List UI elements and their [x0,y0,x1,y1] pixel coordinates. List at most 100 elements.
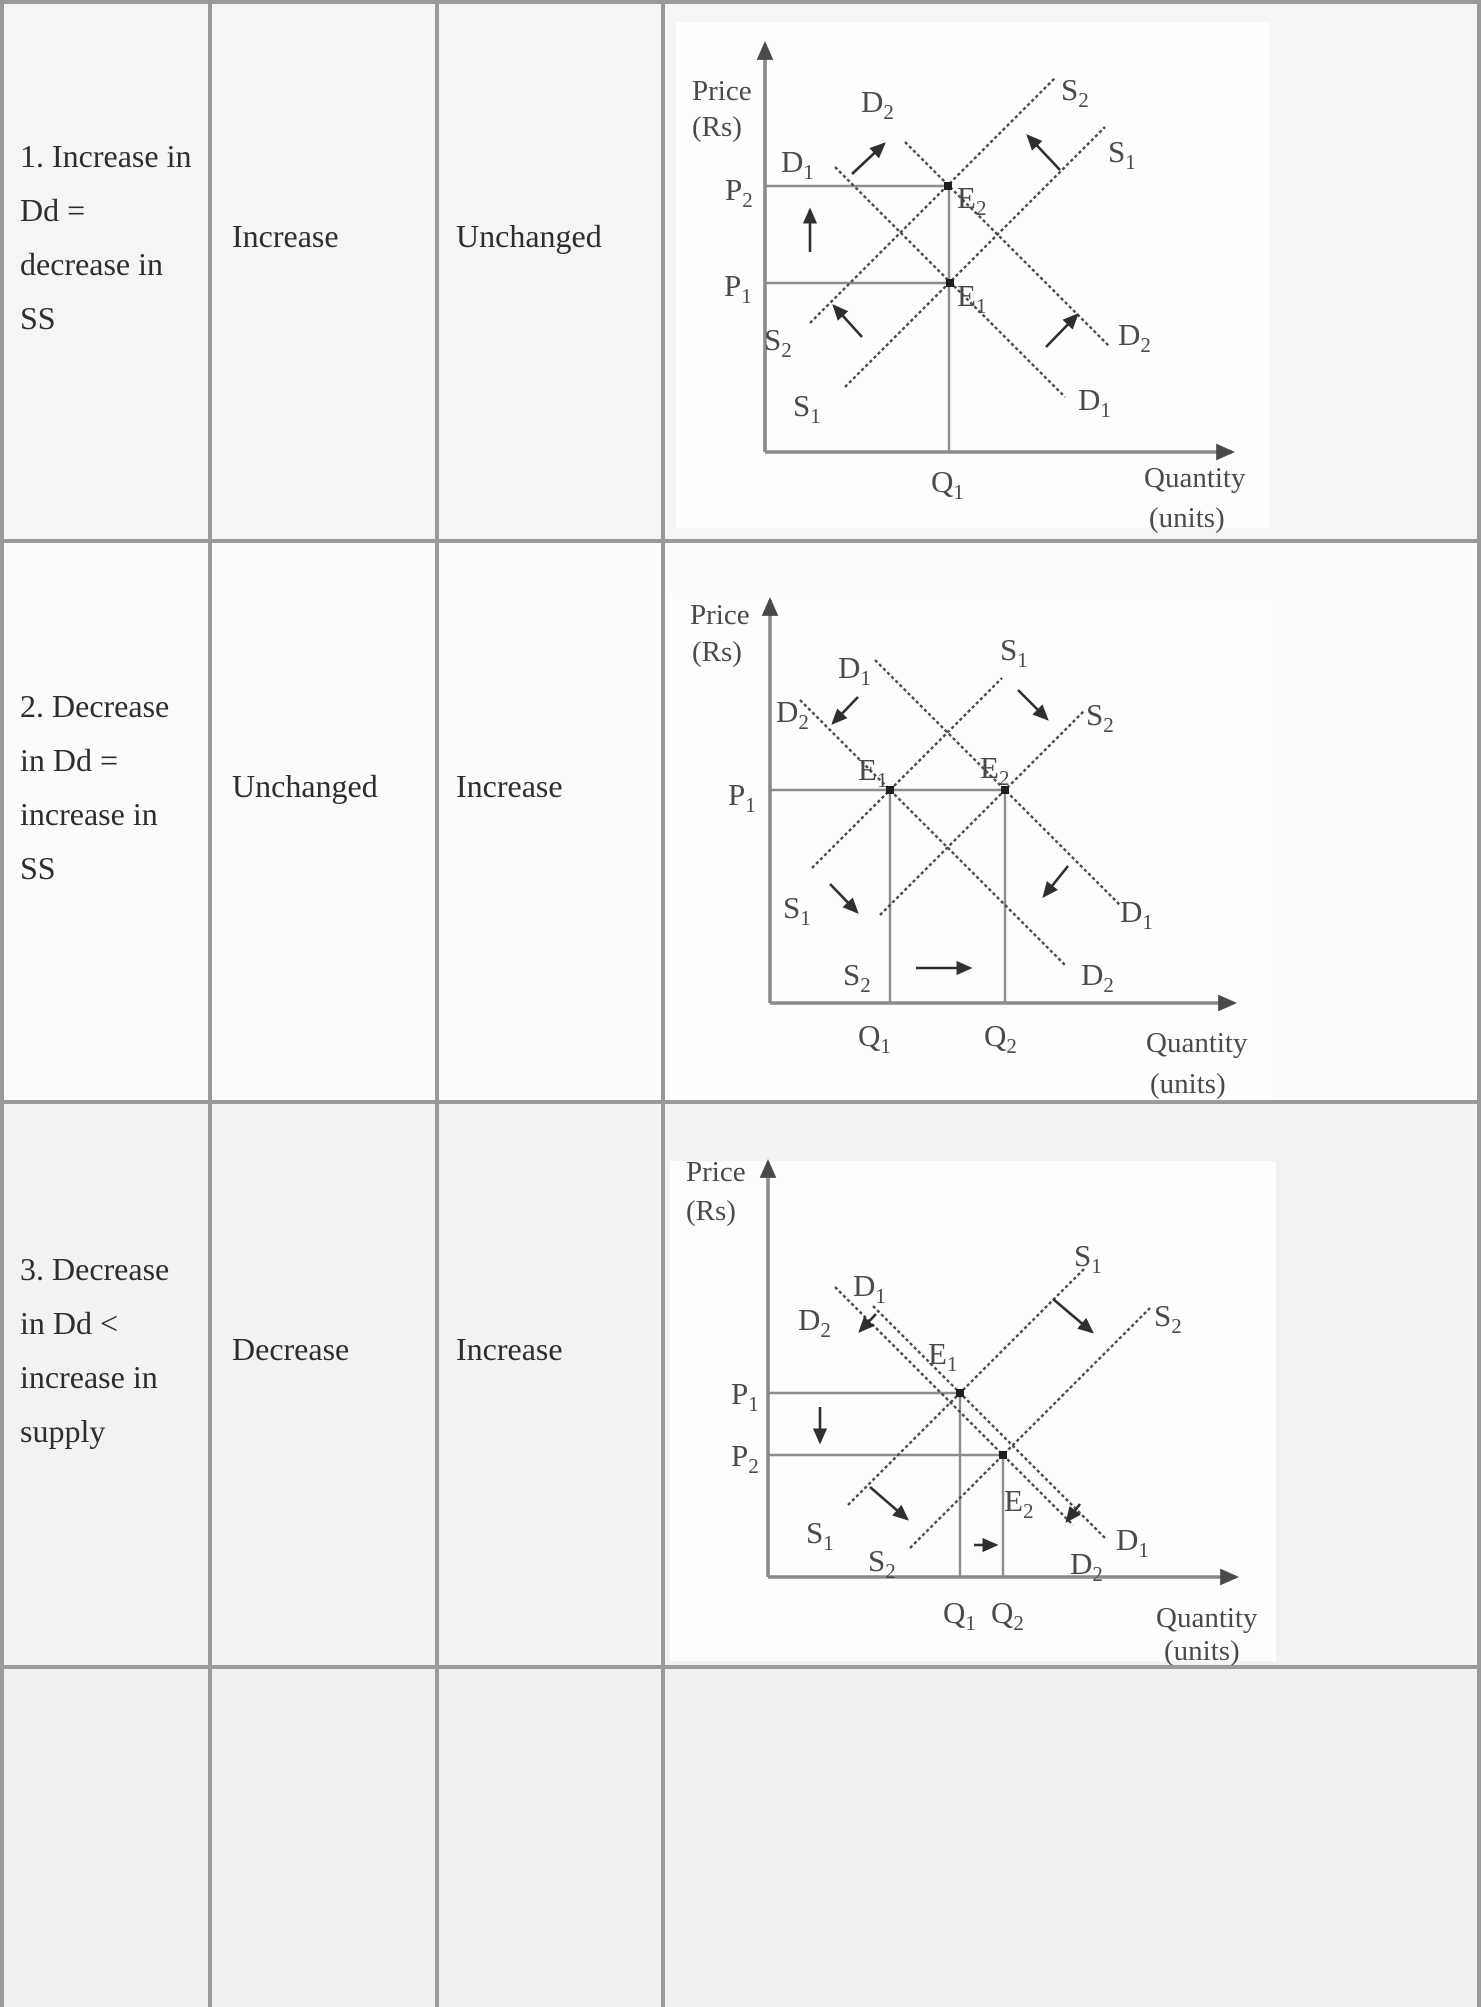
diagram-label-p2: P2 [725,172,753,212]
diagram-label-q2: Q2 [991,1595,1024,1635]
supply-shift-arrow-bottom [832,304,863,338]
diagram-label-s2: S2 [1061,72,1089,112]
curve-d2 [799,699,1066,966]
supply-shift-arrow-top [1017,689,1049,721]
price-effect-text-2: Unchanged [232,768,378,804]
supply-shift-arrow-bottom [829,883,859,914]
diagram-label-price: Price [692,75,752,107]
demand-shift-arrow-top [858,1313,877,1333]
supply-shift-arrow-bottom [869,1486,909,1521]
diagram-label-quantity: Quantity [1156,1602,1258,1634]
diagram-label-s1: S1 [783,890,811,930]
diagram-label-p1: P1 [731,1376,759,1416]
diagram-label-d1: D1 [838,650,871,690]
diagram-label-s1: S1 [806,1515,834,1555]
quantity-effect-text-2: Increase [456,768,563,804]
scenario-cell-4 [4,1669,208,2007]
equilibrium-point [886,786,894,794]
curve-s2 [879,709,1086,916]
diagram-label-s2: S2 [843,957,871,997]
equilibrium-point [1001,786,1009,794]
equilibrium-point [956,1389,964,1397]
diagram-label-d1: D1 [1078,382,1111,422]
diagram-label-rs: (Rs) [692,636,742,668]
equilibrium-point [944,182,952,190]
price-effect-cell-4 [212,1669,435,2007]
diagram-label-d2: D2 [1070,1546,1103,1586]
diagram-label-units: (units) [1164,1635,1240,1665]
scenario-text-3: 3. Decrease in Dd < increase in supply [20,1250,170,1449]
diagram-label-s1: S1 [793,388,821,428]
quantity-effect-cell-1: Unchanged [439,4,661,539]
demand-shift-arrow-bottom [1042,865,1070,898]
demand-shift-arrow-bottom [1045,313,1079,348]
diagram-label-e2: E2 [1004,1483,1033,1523]
curve-d2 [834,1286,1074,1526]
curve-s1 [811,677,1003,869]
equilibrium-point [946,279,954,287]
diagram-cell-4 [665,1669,1477,2007]
curve-d2 [904,141,1111,348]
diagram-label-e2: E2 [980,750,1009,790]
diagram-label-p2: P2 [731,1438,759,1478]
scenario-cell-1: 1. Increase in Dd = decrease in SS [4,4,208,539]
price-effect-cell-3: Decrease [212,1104,435,1665]
price-effect-cell-2: Unchanged [212,543,435,1100]
diagram-label-e1: E1 [928,1336,957,1376]
curve-d1 [872,1305,1106,1539]
diagram-label-s1: S1 [1108,134,1136,174]
diagram-label-d2: D2 [798,1302,831,1342]
diagram-label-s1: S1 [1000,632,1028,672]
diagram-label-rs: (Rs) [692,111,742,143]
diagram-label-e1: E1 [858,752,887,792]
quantity-effect-text-3: Increase [456,1331,563,1367]
diagram-label-p1: P1 [728,777,756,817]
diagram-label-rs: (Rs) [686,1195,736,1227]
scenario-cell-2: 2. Decrease in Dd = increase in SS [4,543,208,1100]
diagram-label-units: (units) [1150,1068,1226,1100]
figure-paper [670,594,1272,1098]
diagram-label-d2: D2 [1081,957,1114,997]
diagram-label-d2: D2 [776,694,809,734]
diagram-label-d1: D1 [853,1268,886,1308]
diagram-label-d2: D2 [1118,317,1151,357]
price-effect-text-1: Increase [232,218,339,254]
diagram-label-units: (units) [1149,502,1225,534]
supply-shift-arrow-top [1052,1298,1094,1334]
diagram-label-q1: Q1 [943,1595,976,1635]
diagram-label-quantity: Quantity [1146,1027,1248,1059]
demand-shift-arrow-top [831,696,859,725]
diagram-label-q1: Q1 [858,1018,891,1058]
figure-paper [676,22,1270,528]
diagram-label-e1: E1 [957,278,986,318]
scenario-text-2: 2. Decrease in Dd = increase in SS [20,687,170,886]
diagram-label-d1: D1 [1120,894,1153,934]
quantity-effect-cell-4 [439,1669,661,2007]
supply-shift-arrow-top [1026,134,1061,171]
curve-s1 [847,1267,1086,1506]
diagram-label-s1: S1 [1074,1238,1102,1278]
diagram-label-price: Price [686,1156,746,1188]
diagram-label-s2: S2 [1086,697,1114,737]
scenario-text-1: 1. Increase in Dd = decrease in SS [20,137,192,336]
diagram-label-quantity: Quantity [1144,462,1246,494]
diagram-label-q2: Q2 [984,1018,1017,1058]
equilibrium-point [999,1451,1007,1459]
figure-paper [670,1161,1276,1661]
price-effect-text-3: Decrease [232,1331,350,1367]
diagram-label-e2: E2 [957,180,986,220]
diagram-label-q1: Q1 [931,464,964,504]
diagram-label-s2: S2 [868,1543,896,1583]
demand-shift-arrow-top [851,142,886,175]
quantity-effect-text-1: Unchanged [456,218,602,254]
curve-s2 [909,1307,1151,1549]
price-effect-cell-1: Increase [212,4,435,539]
